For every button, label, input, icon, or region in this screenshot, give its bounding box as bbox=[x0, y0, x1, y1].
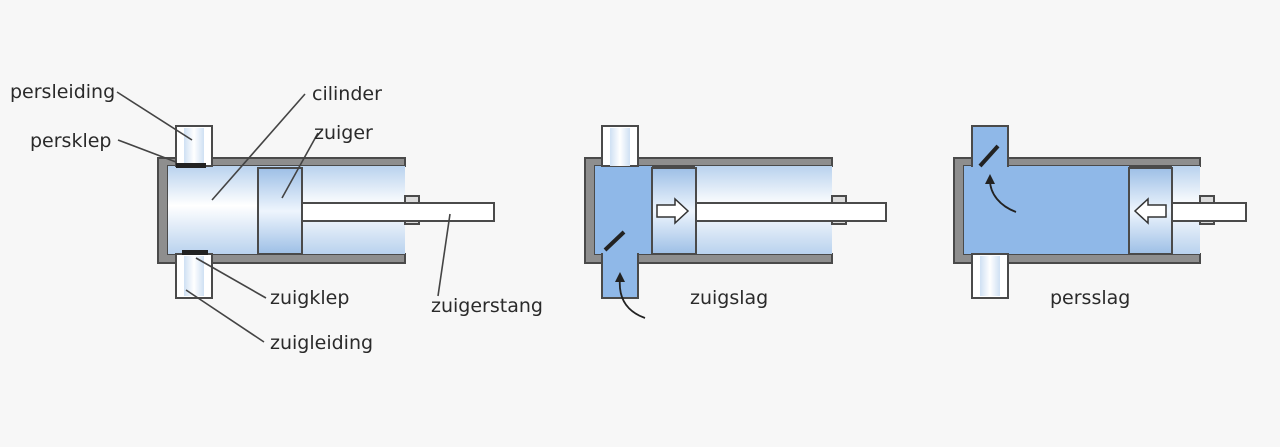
label-persslag: persslag bbox=[1050, 287, 1130, 309]
suction-valve bbox=[182, 250, 208, 255]
leader-zuigklep bbox=[195, 257, 267, 299]
leader-persklep bbox=[117, 139, 177, 163]
discharge-pipe bbox=[971, 125, 1009, 167]
leader-zuigerstang bbox=[437, 213, 451, 297]
arrow-left-icon bbox=[1133, 197, 1167, 225]
label-persklep: persklep bbox=[30, 130, 112, 152]
fluid-chamber bbox=[595, 166, 652, 254]
piston-rod bbox=[695, 202, 887, 222]
label-zuigerstang: zuigerstang bbox=[431, 295, 543, 317]
pump-suction-stroke: zuigslag bbox=[584, 125, 887, 319]
piston-rod bbox=[1171, 202, 1247, 222]
flow-arrow-icon bbox=[618, 277, 646, 319]
label-zuigleiding: zuigleiding bbox=[270, 332, 373, 354]
label-zuigklep: zuigklep bbox=[270, 287, 349, 309]
pump-discharge-stroke: persslag bbox=[953, 125, 1247, 309]
leader-persleiding bbox=[116, 91, 193, 141]
label-persleiding: persleiding bbox=[10, 81, 115, 103]
label-zuigslag: zuigslag bbox=[690, 287, 768, 309]
suction-valve-open bbox=[603, 230, 626, 252]
arrow-right-icon bbox=[656, 197, 690, 225]
piston bbox=[257, 167, 303, 255]
leader-cilinder bbox=[211, 93, 306, 201]
label-zuiger: zuiger bbox=[314, 122, 373, 144]
discharge-valve bbox=[176, 163, 206, 168]
piston-rod bbox=[301, 202, 495, 222]
pump-labeled: persleiding persklep cilinder zuiger zui… bbox=[10, 81, 543, 354]
leader-zuiger bbox=[281, 132, 319, 199]
leader-zuigleiding bbox=[185, 289, 265, 343]
discharge-valve-open bbox=[978, 144, 1000, 168]
label-cilinder: cilinder bbox=[312, 83, 382, 105]
